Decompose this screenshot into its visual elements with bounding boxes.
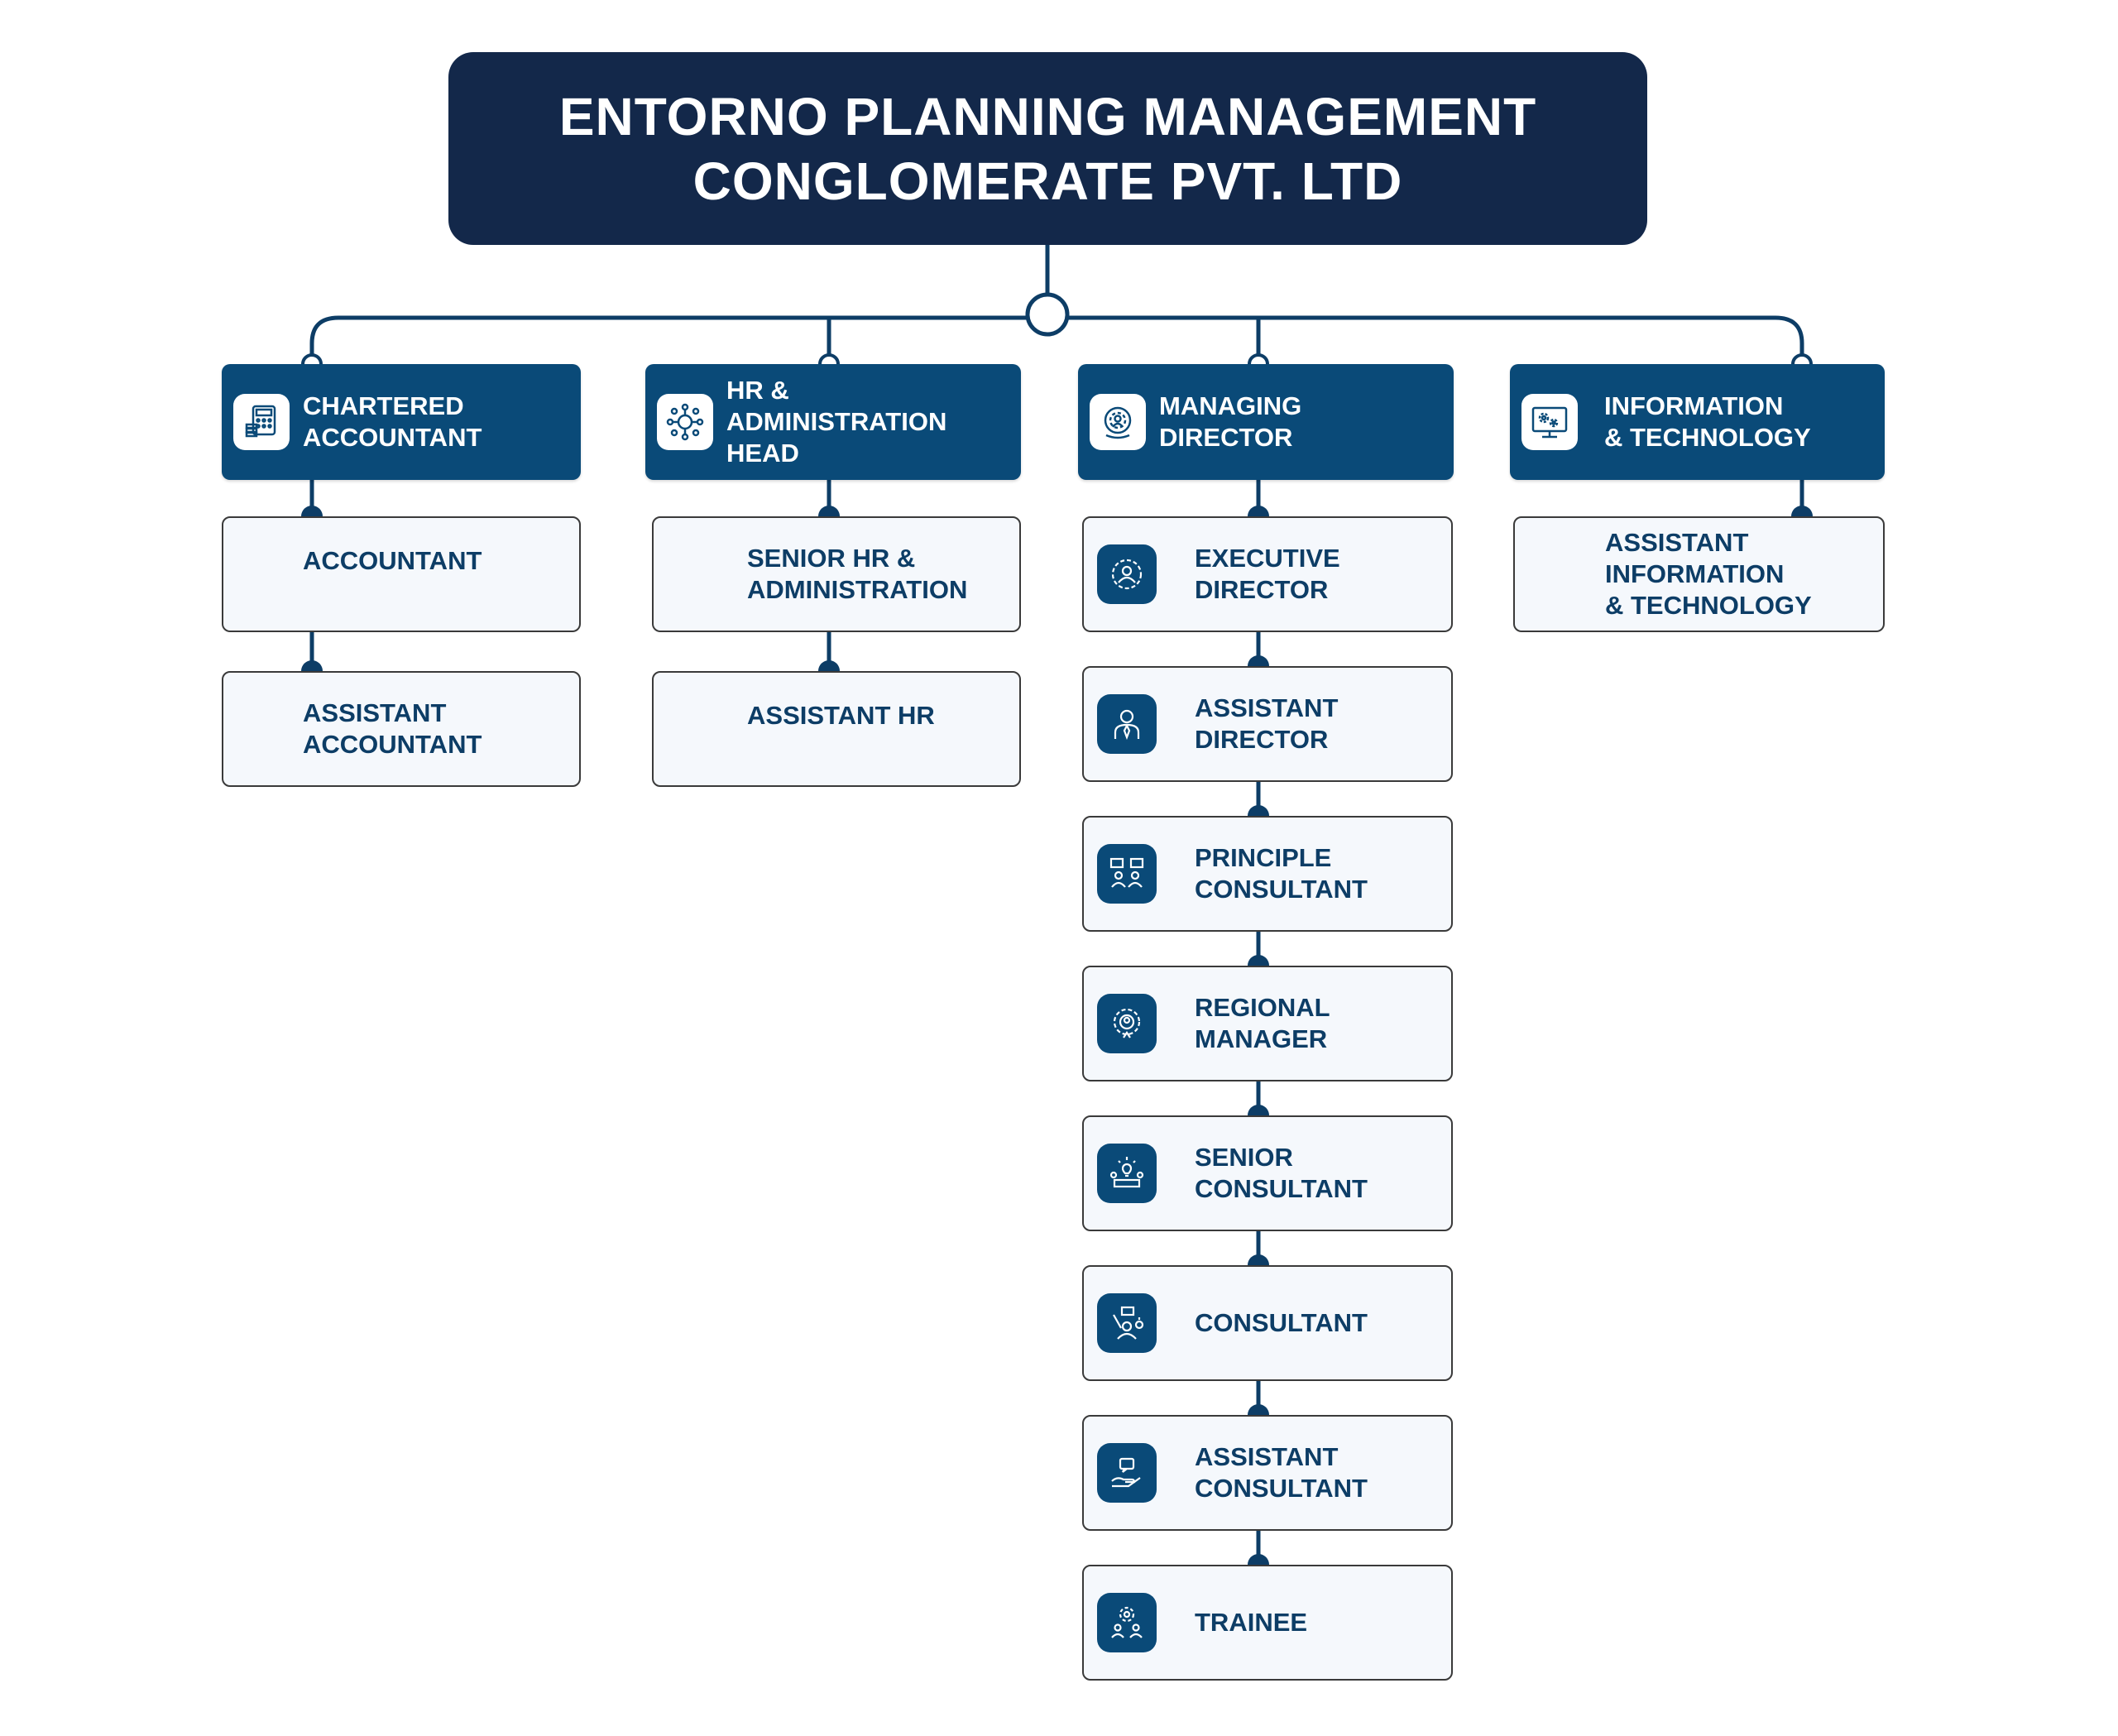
role-box-principle-consultant: PRINCIPLE CONSULTANT (1082, 816, 1453, 932)
role-label: ASSISTANT INFORMATION & TECHNOLOGY (1605, 528, 1812, 620)
dept-head-label: CHARTERED ACCOUNTANT (303, 391, 482, 452)
consultant-presenter-icon (1097, 1293, 1157, 1353)
dept-head-label: INFORMATION & TECHNOLOGY (1604, 391, 1811, 452)
role-label: ACCOUNTANT (303, 546, 482, 575)
role-label: ASSISTANT ACCOUNTANT (303, 698, 482, 759)
monitor-gears-icon (1521, 394, 1578, 450)
role-label: ASSISTANT DIRECTOR (1195, 693, 1339, 754)
role-box-senior-hr-administration: SENIOR HR & ADMINISTRATION (652, 516, 1021, 632)
company-title-line-1: ENTORNO PLANNING MANAGEMENT (558, 86, 1537, 146)
role-box-executive-director: EXECUTIVE DIRECTOR (1082, 516, 1453, 632)
role-box-consultant: CONSULTANT (1082, 1265, 1453, 1381)
dept-head-hr-administration: HR & ADMINISTRATION HEAD (645, 364, 1021, 480)
role-label: SENIOR CONSULTANT (1195, 1143, 1368, 1203)
trainee-gear-people-icon (1097, 1593, 1157, 1652)
role-label: PRINCIPLE CONSULTANT (1195, 843, 1368, 904)
dept-head-chartered-accountant: CHARTERED ACCOUNTANT (222, 364, 581, 480)
role-box-assistant-hr: ASSISTANT HR (652, 671, 1021, 787)
dept-head-managing-director: MANAGING DIRECTOR (1078, 364, 1454, 480)
accounting-calculator-icon (233, 394, 290, 450)
assistant-consultant-hand-chat-icon (1097, 1443, 1157, 1503)
company-title-box: ENTORNO PLANNING MANAGEMENT CONGLOMERATE… (448, 52, 1647, 245)
root-junction (1025, 292, 1070, 337)
company-title: ENTORNO PLANNING MANAGEMENT CONGLOMERATE… (559, 84, 1536, 213)
executive-gear-person-icon (1097, 544, 1157, 604)
regional-manager-gear-icon (1097, 994, 1157, 1053)
role-box-senior-consultant: SENIOR CONSULTANT (1082, 1115, 1453, 1231)
role-box-assistant-information-technology: ASSISTANT INFORMATION & TECHNOLOGY (1513, 516, 1885, 632)
dept-head-label: HR & ADMINISTRATION HEAD (726, 376, 947, 468)
role-label: TRAINEE (1195, 1608, 1308, 1637)
role-box-accountant: ACCOUNTANT (222, 516, 581, 632)
principle-consultant-group-icon (1097, 844, 1157, 904)
dept-head-label: MANAGING DIRECTOR (1159, 391, 1302, 452)
role-box-assistant-accountant: ASSISTANT ACCOUNTANT (222, 671, 581, 787)
director-gear-icon (1090, 394, 1146, 450)
role-box-assistant-consultant: ASSISTANT CONSULTANT (1082, 1415, 1453, 1531)
role-label: REGIONAL MANAGER (1195, 993, 1330, 1053)
hr-network-icon (657, 394, 713, 450)
role-box-regional-manager: REGIONAL MANAGER (1082, 966, 1453, 1081)
role-label: EXECUTIVE DIRECTOR (1195, 544, 1340, 604)
dept-head-information-technology: INFORMATION & TECHNOLOGY (1510, 364, 1885, 480)
role-box-assistant-director: ASSISTANT DIRECTOR (1082, 666, 1453, 782)
role-label: SENIOR HR & ADMINISTRATION (747, 544, 968, 604)
role-label: CONSULTANT (1195, 1308, 1368, 1337)
role-label: ASSISTANT HR (747, 701, 935, 730)
role-label: ASSISTANT CONSULTANT (1195, 1442, 1368, 1503)
role-box-trainee: TRAINEE (1082, 1565, 1453, 1681)
senior-consultant-idea-icon (1097, 1144, 1157, 1203)
company-title-line-2: CONGLOMERATE PVT. LTD (692, 151, 1403, 211)
assistant-director-person-icon (1097, 694, 1157, 754)
